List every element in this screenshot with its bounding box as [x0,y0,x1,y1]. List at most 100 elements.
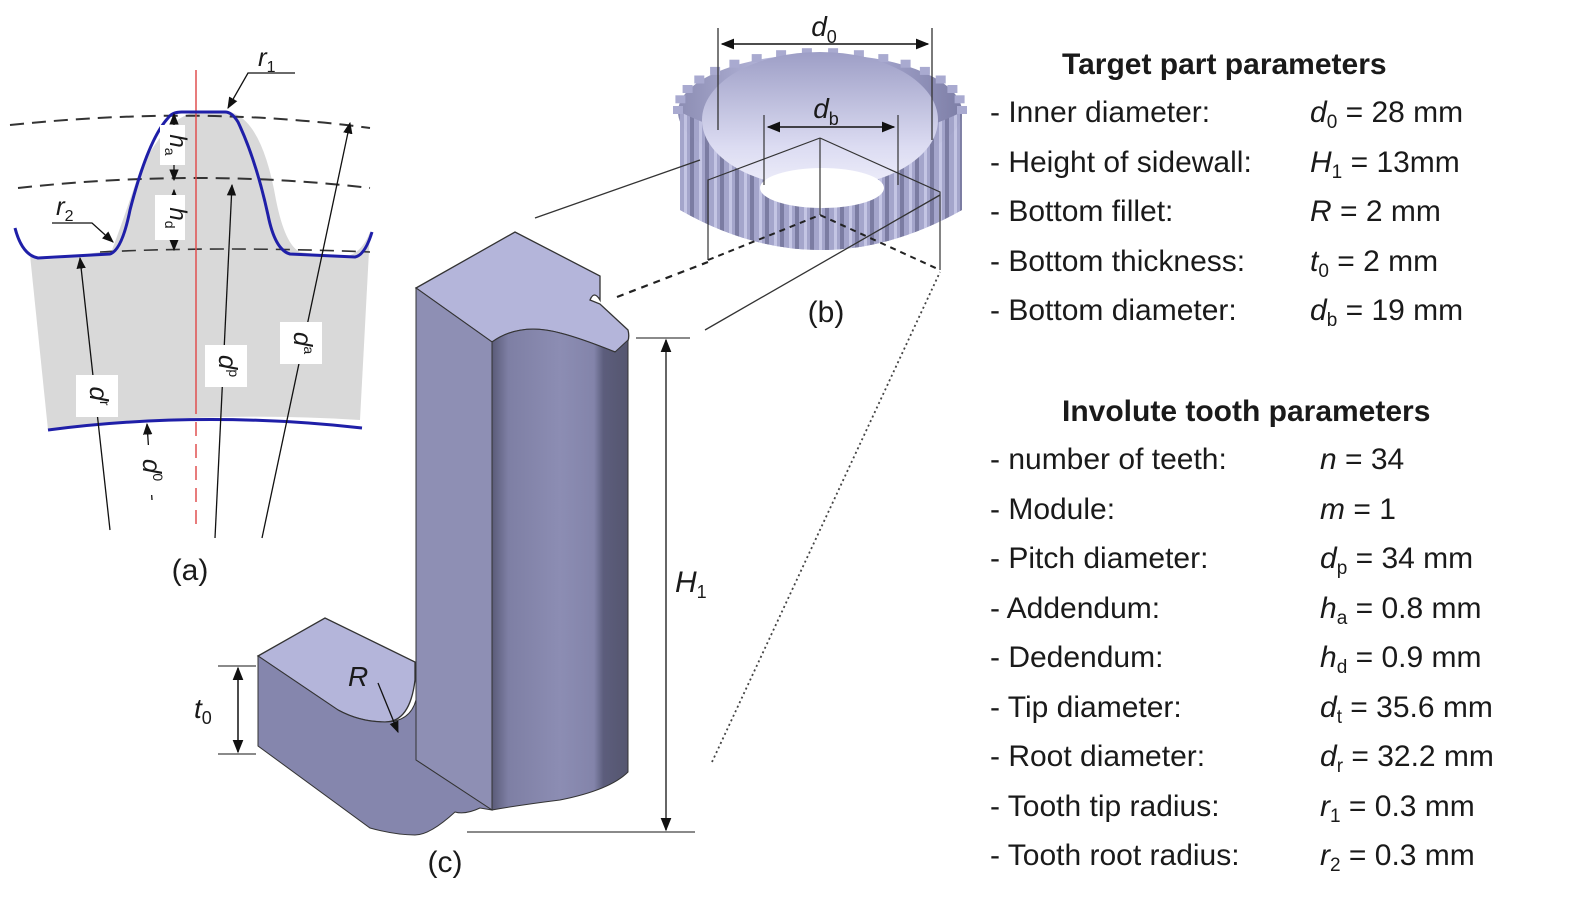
svg-text:d0: d0 [137,459,167,481]
tooth-profile-diagram: ha hd r1 r2 dr dp da d0 (a) [9,42,374,587]
gear-tooth [694,75,705,84]
involute-tooth-list: - number of teeth:n = 34- Module:m = 1- … [990,435,1580,881]
involute-tooth-row: - Tip diameter:dt = 35.6 mm [990,683,1580,733]
involute-tooth-row: - Tooth root radius: r2 = 0.3 mm [990,831,1580,881]
parameter-symbol: H [1310,145,1332,179]
involute-tooth-title: Involute tooth parameters [1062,395,1431,428]
gear-tooth [673,106,683,114]
parameter-value: ha = 0.8 mm [1320,584,1481,634]
parameter-value: n = 34 [1320,435,1404,485]
gear-tooth [878,54,889,63]
parameter-symbol: m [1320,492,1345,526]
parameter-amount: = 13mm [1342,145,1460,179]
gear-tooth [828,48,839,57]
parameter-symbol: t [1310,244,1319,278]
parameter-symbol: r [1320,839,1330,872]
parameter-subscript: b [1326,310,1338,331]
involute-tooth-row: - Dedendum: hd = 0.9 mm [990,633,1580,683]
parameter-name: - Tooth tip radius: [990,789,1220,823]
svg-text:da: da [288,332,318,354]
parameter-value: hd = 0.9 mm [1320,633,1481,683]
gear-tooth [947,85,958,93]
parameter-name: - Pitch diameter: [990,542,1209,575]
parameter-symbol: d [1320,740,1337,773]
parameter-amount: = 2 mm [1328,244,1439,278]
gear-tooth [729,59,740,68]
parameter-name: - Dedendum: [990,641,1164,674]
gear-tooth [954,95,965,104]
parameter-value: d0 = 28 mm [1310,88,1463,138]
target-part-row: - Bottom diameter:db = 19 mm [990,286,1580,336]
target-part-row: - Height of sidewall:H1 = 13mm [990,138,1580,188]
parameter-subscript: 0 [1318,260,1329,282]
parameter-subscript: 1 [1331,161,1343,183]
parameter-amount: = 1 [1345,492,1396,526]
gear-inner-wall [702,52,938,188]
parameter-value: dp = 34 mm [1320,534,1473,584]
parameter-name: - Addendum: [990,591,1161,625]
parameter-value: dt = 35.6 mm [1320,683,1493,733]
parameter-amount: = 2 mm [1331,195,1441,228]
parameter-symbol: d [1320,542,1337,575]
involute-tooth-row: - Addendum: ha = 0.8 mm [990,584,1580,634]
parameter-name: - Bottom diameter: [990,294,1237,327]
parameter-amount: = 0.3 mm [1340,839,1475,872]
involute-tooth-row: - Tooth tip radius: r1 = 0.3 mm [990,782,1580,832]
svg-text:ha: ha [162,134,191,155]
parameter-value: r2 = 0.3 mm [1320,831,1475,881]
parameter-value: r1 = 0.3 mm [1320,782,1475,832]
parameter-subscript: 1 [1330,805,1341,827]
parameter-symbol: d [1320,690,1337,724]
sidewall-left-face [415,287,493,811]
label-d0-profile: d0 [137,459,167,481]
target-part-row: - Bottom fillet:R = 2 mm [990,187,1580,237]
panel-label-b: (b) [808,296,845,329]
involute-tooth-row: - number of teeth: n = 34 [990,435,1580,485]
parameter-amount: = 34 [1336,443,1405,476]
parameter-subscript: d [1336,657,1348,678]
svg-text:hd: hd [162,207,191,228]
gear-3d-view: d0 db (b) [673,11,967,329]
gear-tooth [801,48,812,57]
parameter-symbol: h [1320,641,1337,674]
involute-tooth-row: - Module: m = 1 [990,485,1580,535]
parameter-amount: = 35.6 mm [1341,690,1493,724]
svg-text:dp: dp [213,355,243,377]
cross-section-3d: t0 R H1 (c) [194,231,712,879]
gear-tooth [776,50,787,59]
label-r2: r2 [56,191,74,225]
svg-text:dr: dr [84,386,114,405]
involute-tooth-row: - Pitch diameter: dp = 34 mm [990,534,1580,584]
parameter-name: - Root diameter: [990,740,1206,773]
gear-tooth [935,75,946,84]
parameter-name: - Module: [990,492,1116,526]
parameter-subscript: p [1336,558,1348,579]
r2-leader [52,222,114,243]
parameter-symbol: R [1310,195,1332,228]
parameter-symbol: r [1320,789,1330,823]
panel-label-c: (c) [428,846,463,879]
parameter-name: - Bottom thickness: [990,244,1246,278]
parameter-value: R = 2 mm [1310,187,1441,237]
parameter-value: t0 = 2 mm [1310,237,1438,287]
parameter-value: m = 1 [1320,485,1396,535]
target-part-list: - Inner diameter:d0 = 28 mm- Height of s… [990,88,1580,336]
R-leader [377,682,399,734]
parameter-subscript: r [1336,756,1344,777]
gear-tooth [751,54,762,63]
parameter-subscript: 0 [1326,112,1338,133]
gear-tooth-bumps [673,48,967,114]
root-circle-dashed [99,248,371,253]
target-part-row: - Bottom thickness: t0 = 2 mm [990,237,1580,287]
parameter-name: - Tooth root radius: [990,839,1240,872]
label-dr: dr [84,386,114,405]
parameter-symbol: h [1320,591,1337,625]
target-part-parameters: Target part parameters - Inner diameter:… [990,48,1580,336]
label-db-gear: db [813,93,839,129]
connector-lines [534,159,941,763]
gear-tooth [900,59,911,68]
parameter-name: - number of teeth: [990,443,1227,476]
gear-tooth [919,66,930,75]
label-da: da [288,332,318,354]
parameter-value: dr = 32.2 mm [1320,732,1494,782]
